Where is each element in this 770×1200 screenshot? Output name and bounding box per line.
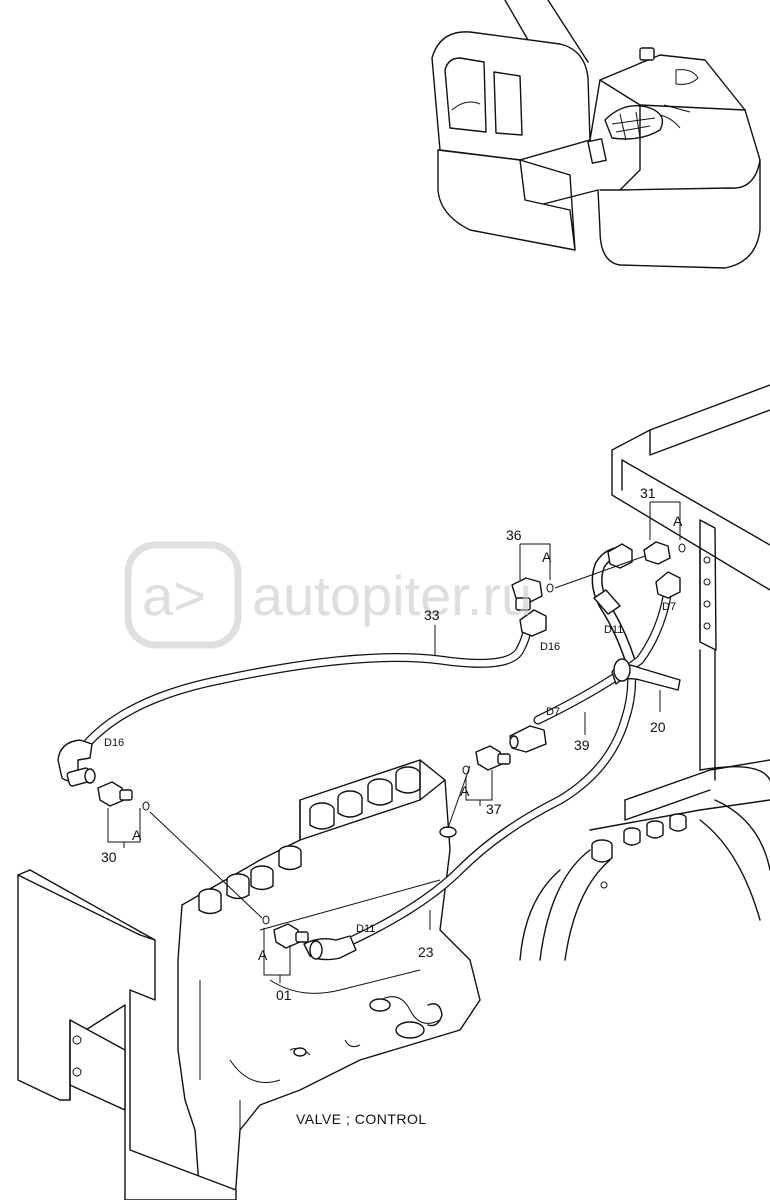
callout-33: 33 (424, 607, 440, 623)
hose-mark-d16-upper: D16 (540, 641, 560, 653)
hose-marks: D16 D16 D7 D7 D11 D11 (104, 601, 676, 935)
hose-39 (533, 585, 673, 725)
callout-23: 23 (418, 944, 434, 960)
hose-mark-d7-mid: D7 (546, 706, 560, 718)
callout-20: 20 (650, 719, 666, 735)
control-valve (177, 759, 481, 1200)
hose-clamp (611, 658, 681, 691)
hose-mark-d7-right: D7 (662, 601, 676, 613)
callout-30: 30 (101, 849, 117, 865)
callout-37: 37 (486, 801, 502, 817)
watermark-text: autopiter.ru (252, 564, 532, 627)
hose-mark-d16-left: D16 (104, 737, 124, 749)
watermark: a> autopiter.ru (124, 541, 532, 649)
mark-a-30: A (132, 827, 142, 843)
diagram-caption: VALVE ; CONTROL (296, 1111, 427, 1127)
leader-lines (107, 501, 681, 983)
mark-a-01: A (258, 947, 268, 963)
mark-a-36: A (542, 549, 552, 565)
mark-a-37: A (460, 783, 470, 799)
hose-33 (75, 617, 533, 757)
mounting-plate (17, 869, 237, 1200)
callout-31: 31 (640, 485, 656, 501)
hose-mark-d11-lower: D11 (356, 923, 375, 935)
excavator-overview (431, 0, 761, 269)
group-marks: A A A A A (132, 513, 683, 963)
callout-labels: 30 01 23 33 36 37 39 20 31 (101, 485, 666, 1003)
hose-23 (335, 655, 637, 951)
callout-39: 39 (574, 737, 590, 753)
callout-01: 01 (276, 987, 292, 1003)
fittings (57, 541, 686, 961)
machine-frame (519, 384, 770, 961)
hose-mark-d11-upper: D11 (604, 624, 623, 636)
callout-36: 36 (506, 527, 522, 543)
mark-a-31: A (673, 513, 683, 529)
watermark-logo: a> (142, 564, 206, 627)
